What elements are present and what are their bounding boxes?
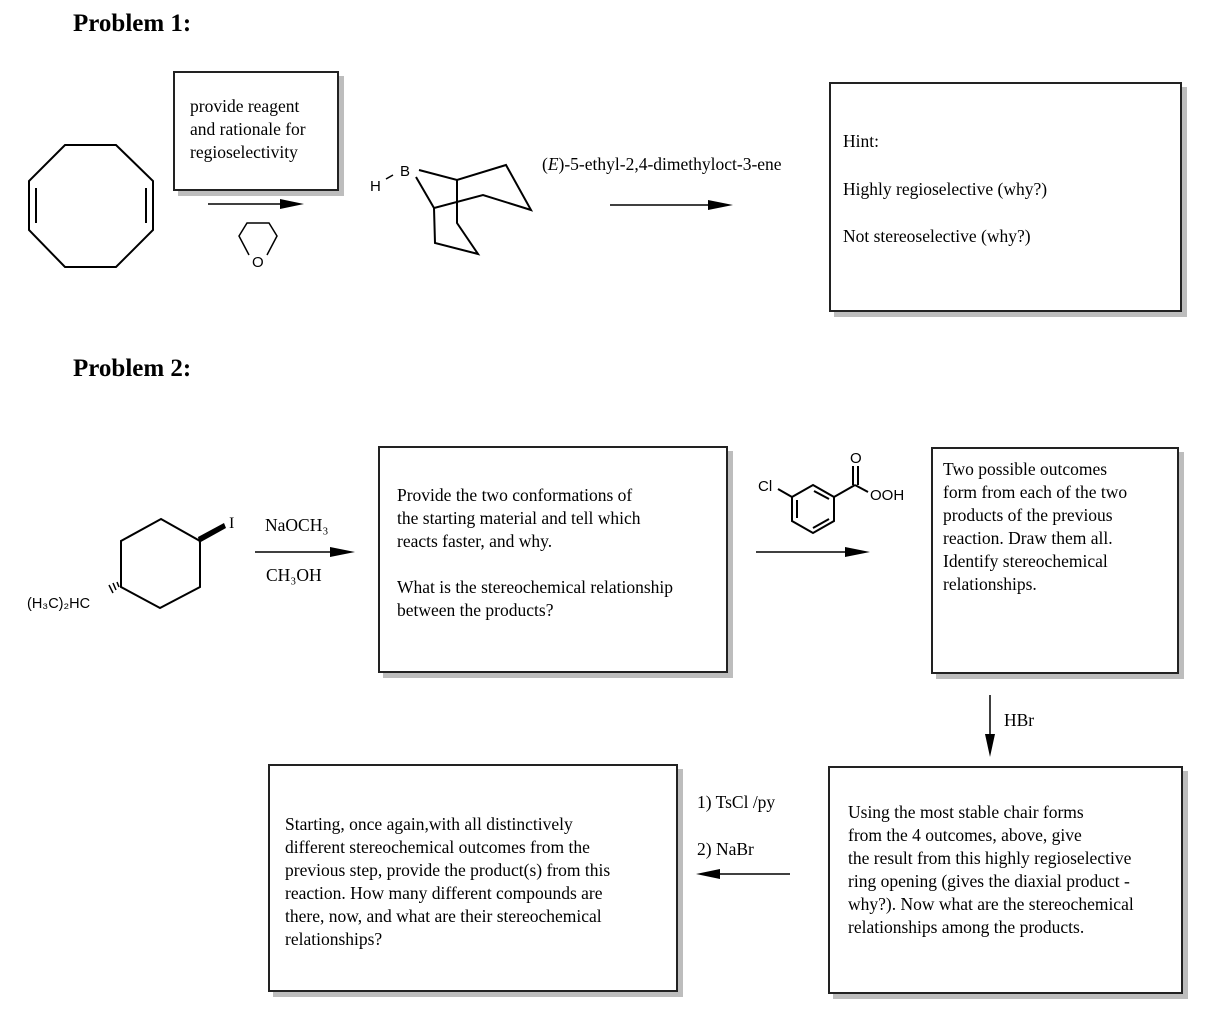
borane-h-label: H [370,178,381,195]
substitution-question-box: Starting, once again,with all distinctiv… [268,764,678,992]
problem-2-heading: Problem 2: [73,355,192,382]
mcpba-structure: Cl O OOH [756,450,904,557]
peroxy-label: OOH [870,487,904,504]
iodocyclohexane-structure [108,517,226,610]
hash-bond-isopropyl [108,581,120,594]
reagent-tscl: 1) TsCl /py [697,792,776,812]
isopropyl-label: (H₃C)₂HC [27,596,91,612]
conformations-question-box: Provide the two conformations of the sta… [378,446,728,673]
reagent-hbr: HBr [1004,710,1035,730]
arrowhead [330,547,355,557]
chlorine-label: Cl [758,478,772,495]
bicyclic-frame [418,163,534,256]
reaction-arrow-step1 [255,547,355,557]
substrate-name-rest: )-5-ethyl-2,4-dimethyloct-3-ene [558,154,782,174]
reagent-nabr: 2) NaBr [697,839,754,859]
solvent-ch3oh: CH₃OH [266,565,322,585]
arrowhead [280,199,304,209]
borane-b-label: B [400,163,410,180]
arrowhead [708,200,733,210]
9-bbn-structure: H B [370,163,534,256]
substrate-name: (E)-5-ethyl-2,4-dimethyloct-3-ene [542,153,782,175]
hint-line-regio: Highly regioselective (why?) [843,179,1048,199]
reaction-arrow-tscl [696,869,790,879]
hint-title: Hint: [843,131,879,151]
substrate-name-stereo: E [547,154,559,174]
conformations-question-text: Provide the two conformations of the sta… [397,485,674,620]
epoxidation-question-box: Two possible outcomes form from each of … [931,447,1179,674]
wedge-bond-iodine [198,523,226,543]
hint-box: Hint: Highly regioselective (why?) Not s… [829,82,1182,312]
thf-ring [238,222,278,256]
reagent-question-box: provide reagent and rationale for regios… [173,71,339,191]
iodine-label: I [229,515,235,532]
substitution-question-text: Starting, once again,with all distinctiv… [285,814,611,949]
problem-1-heading: Problem 1: [73,10,192,37]
reagent-naoch3: NaOCH₃ [265,515,329,535]
cyclooctadiene-ring [28,144,154,268]
thf-oxygen-label: O [252,254,264,271]
substrate-name-prefix: ( [542,154,548,174]
ring-opening-question-box: Using the most stable chair forms from t… [828,766,1183,994]
reaction-arrow-2 [610,200,733,210]
ring-opening-question-text: Using the most stable chair forms from t… [848,802,1134,937]
reaction-arrow-hbr [985,695,995,757]
epoxidation-question-text: Two possible outcomes form from each of … [943,459,1128,594]
arrowhead [845,547,870,557]
reagent-question-text: provide reagent and rationale for regios… [190,96,306,162]
arrowhead [696,869,720,879]
hint-line-stereo: Not stereoselective (why?) [843,226,1031,246]
arrowhead [985,734,995,757]
cyclooctadiene-structure [28,144,154,268]
reaction-arrow-1: O [208,199,304,271]
carbonyl-oxygen-label: O [850,450,862,467]
